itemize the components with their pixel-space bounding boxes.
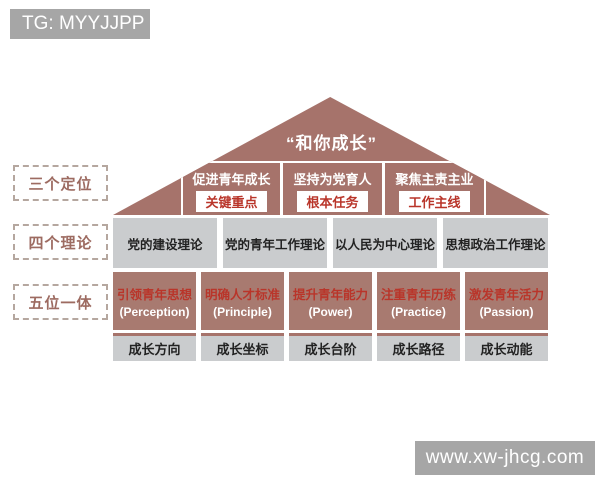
roof-box-title: 坚持为党育人	[293, 171, 372, 187]
roof-box-promote-youth-growth: 促进青年成长 关键重点	[181, 161, 282, 215]
theory-box-party-building: 党的建设理论	[113, 218, 217, 268]
pillar-english-label: (Passion)	[479, 304, 534, 319]
pillar-box-practice: 注重青年历练 (Practice)	[377, 272, 460, 330]
roof-box-tag: 工作主线	[399, 190, 470, 212]
footer-box-growth-direction: 成长方向	[113, 333, 196, 361]
pillar-title: 提升青年能力	[292, 287, 368, 302]
pillar-english-label: (Power)	[308, 304, 353, 319]
roof-box-title: 聚焦主责主业	[395, 171, 474, 187]
roof-box-educate-for-party: 坚持为党育人 根本任务	[281, 161, 384, 215]
top-left-watermark: TG: MYYJJPP	[10, 9, 150, 39]
roof-box-title: 促进青年成长	[192, 171, 271, 187]
theory-box-party-youth-work: 党的青年工作理论	[223, 218, 327, 268]
bottom-right-watermark: www.xw-jhcg.com	[415, 441, 595, 475]
pillar-box-power: 提升青年能力 (Power)	[289, 272, 372, 330]
side-label-three-positions: 三个定位	[13, 165, 108, 201]
roof-title: “和你成长”	[286, 134, 377, 153]
pillar-box-principle: 明确人才标准 (Principle)	[201, 272, 284, 330]
pillar-english-label: (Principle)	[213, 304, 272, 319]
footer-box-growth-coordinates: 成长坐标	[201, 333, 284, 361]
pillar-box-perception: 引领青年思想 (Perception)	[113, 272, 196, 330]
side-label-four-theories: 四个理论	[13, 224, 108, 260]
roof-box-tag: 根本任务	[297, 190, 368, 212]
roof-box-focus-main-duty: 聚焦主责主业 工作主线	[383, 161, 486, 215]
pillar-box-passion: 激发青年活力 (Passion)	[465, 272, 548, 330]
side-label-five-in-one: 五位一体	[13, 284, 108, 320]
theory-box-people-centered: 以人民为中心理论	[333, 218, 437, 268]
pillar-english-label: (Perception)	[119, 304, 190, 319]
roof-triangle: “和你成长” 促进青年成长 关键重点 坚持为党育人 根本任务 聚焦主责主业 工作…	[113, 97, 550, 215]
theory-box-ideological-political-work: 思想政治工作理论	[443, 218, 548, 268]
footer-box-growth-path: 成长路径	[377, 333, 460, 361]
pillar-english-label: (Practice)	[391, 304, 446, 319]
pillar-title: 引领青年思想	[116, 287, 192, 302]
pillar-title: 注重青年历练	[380, 287, 456, 302]
footer-box-growth-momentum: 成长动能	[465, 333, 548, 361]
pillar-title: 激发青年活力	[468, 287, 544, 302]
roof-box-tag: 关键重点	[196, 190, 267, 212]
pillar-title: 明确人才标准	[204, 287, 280, 302]
footer-box-growth-steps: 成长台阶	[289, 333, 372, 361]
